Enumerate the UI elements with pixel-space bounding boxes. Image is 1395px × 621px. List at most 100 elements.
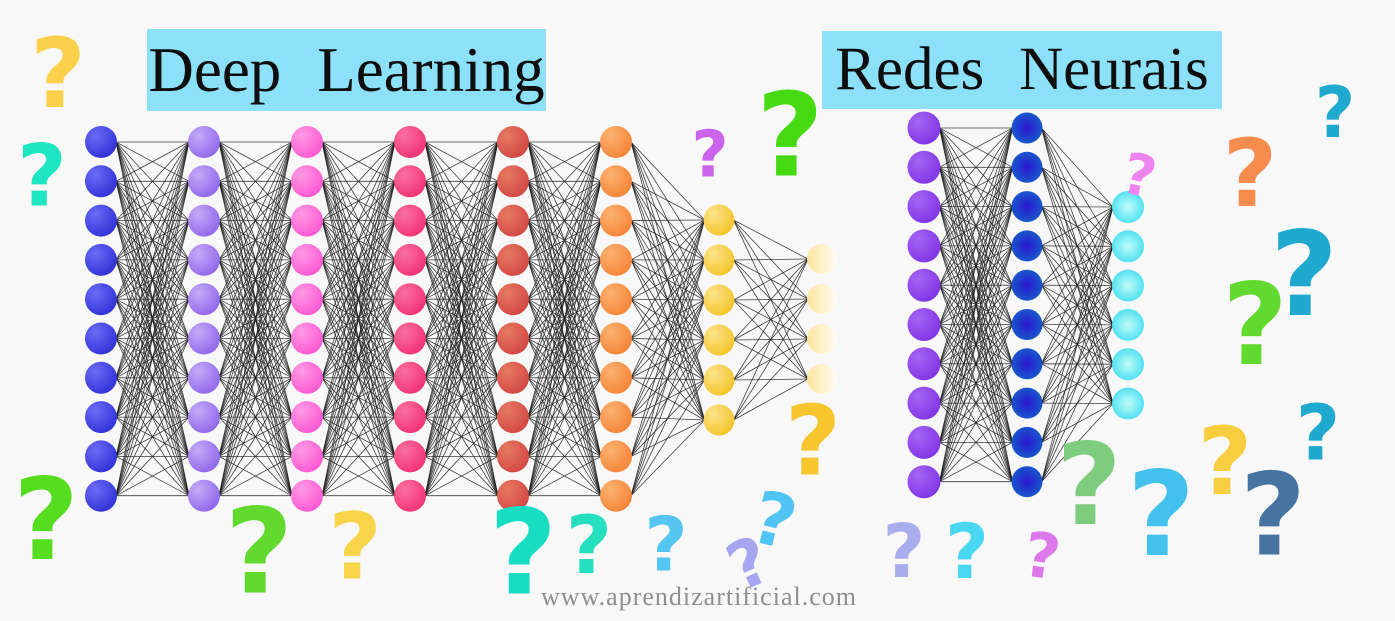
connection-line [1042, 207, 1114, 482]
redes-neurais-network-input-layer-node [908, 190, 941, 223]
redes-neurais-network-input-layer-node [908, 347, 941, 380]
redes-neurais-network-input-layer-node [908, 112, 941, 145]
deep-learning-network-input-layer-node [85, 244, 117, 276]
deep-learning-network-hidden-5-node [600, 165, 632, 197]
connection-line [1042, 364, 1114, 482]
deep-learning-network-hidden-4-node [497, 401, 529, 433]
deep-learning-network-hidden-6-node [704, 285, 735, 316]
deep-learning-network-input-layer-node [85, 126, 117, 158]
connection-line [631, 420, 705, 496]
deep-learning-network-hidden-2-node [291, 362, 323, 394]
deep-learning-network-output-layer-node [807, 284, 837, 314]
deep-learning-network-output-layer-node [807, 364, 837, 394]
redes-neurais-network-output-layer-node [1112, 309, 1144, 341]
deep-learning-network-hidden-5-node [600, 440, 632, 472]
redes-neurais-network-output-layer-node [1112, 270, 1144, 302]
deep-learning-network-hidden-2-node [291, 323, 323, 355]
redes-neurais-network-input-layer-node [908, 308, 941, 341]
deep-learning-network-hidden-4-node [497, 126, 529, 158]
deep-learning-network-hidden-4-node [497, 323, 529, 355]
redes-neurais-network-hidden-1-node [1012, 427, 1043, 458]
redes-neurais-network-output-layer-node [1112, 388, 1144, 420]
deep-learning-network-hidden-2-node [291, 126, 323, 158]
deep-learning-network-input-layer-node [85, 362, 117, 394]
deep-learning-network-hidden-2-node [291, 283, 323, 315]
deep-learning-network-input-layer-node [85, 440, 117, 472]
deep-learning-network-hidden-1-node [188, 126, 220, 158]
connection-line [734, 259, 809, 300]
deep-learning-network-hidden-4-node [497, 283, 529, 315]
deep-learning-network-hidden-3-node [394, 362, 426, 394]
deep-learning-network-hidden-1-node [188, 323, 220, 355]
deep-learning-network-hidden-4-node [497, 165, 529, 197]
deep-learning-network-output-layer-node [807, 244, 837, 274]
redes-neurais-network-input-layer-node [908, 229, 941, 262]
deep-learning-network-input-layer-node [85, 323, 117, 355]
deep-learning-network-hidden-4-node [497, 205, 529, 237]
deep-learning-network-hidden-5-node [600, 323, 632, 355]
deep-learning-network-hidden-2-node [291, 401, 323, 433]
deep-learning-network-hidden-1-node [188, 283, 220, 315]
redes-neurais-network-hidden-1-node [1012, 309, 1043, 340]
deep-learning-network-hidden-1-node [188, 440, 220, 472]
redes-neurais-network-hidden-1-node [1012, 388, 1043, 419]
watermark: www.aprendizartificial.com [541, 582, 857, 612]
deep-learning-network-hidden-4-node [497, 440, 529, 472]
deep-learning-network-hidden-5-node [600, 283, 632, 315]
redes-neurais-network-hidden-1-node [1012, 270, 1043, 301]
deep-learning-network-input-layer-node [85, 401, 117, 433]
redes-neurais-network-input-layer-node [908, 465, 941, 498]
title-deep-learning: Deep Learning [147, 29, 546, 111]
connection-line [734, 259, 809, 260]
redes-neurais-network-input-layer-node [908, 151, 941, 184]
connection-line [734, 379, 809, 420]
connection-line [1042, 167, 1114, 207]
deep-learning-network-input-layer-node [85, 165, 117, 197]
deep-learning-network-hidden-3-node [394, 480, 426, 512]
deep-learning-network-hidden-3-node [394, 244, 426, 276]
deep-learning-network-hidden-4-node [497, 362, 529, 394]
deep-learning-network-hidden-5-node [600, 126, 632, 158]
deep-learning-network-hidden-5-node [600, 480, 632, 512]
deep-learning-network-hidden-5-node [600, 362, 632, 394]
deep-learning-network-hidden-6-node [704, 325, 735, 356]
connection-line [1042, 128, 1114, 207]
deep-learning-network-hidden-4-node [497, 480, 529, 512]
deep-learning-network-hidden-1-node [188, 165, 220, 197]
connection-line [734, 220, 809, 259]
deep-learning-network-hidden-2-node [291, 480, 323, 512]
deep-learning-network-hidden-1-node [188, 205, 220, 237]
redes-neurais-network-input-layer-node [908, 426, 941, 459]
deep-learning-network-hidden-6-node [704, 365, 735, 396]
deep-learning-network-hidden-6-node [704, 205, 735, 236]
deep-learning-network-hidden-4-node [497, 244, 529, 276]
redes-neurais-network-hidden-1-node [1012, 191, 1043, 222]
deep-learning-network-hidden-3-node [394, 440, 426, 472]
redes-neurais-network-hidden-1-node [1012, 230, 1043, 261]
deep-learning-network-hidden-3-node [394, 165, 426, 197]
connection-line [631, 220, 705, 221]
deep-learning-network-hidden-3-node [394, 401, 426, 433]
deep-learning-network-hidden-3-node [394, 323, 426, 355]
redes-neurais-network-input-layer-node [908, 269, 941, 302]
redes-neurais-network-output-layer-node [1112, 191, 1144, 223]
title-redes-neurais: Redes Neurais [822, 31, 1222, 109]
deep-learning-network-hidden-5-node [600, 205, 632, 237]
redes-neurais-network-hidden-1-node [1012, 466, 1043, 497]
deep-learning-network-hidden-3-node [394, 205, 426, 237]
connection-line [631, 142, 705, 220]
deep-learning-network-hidden-2-node [291, 205, 323, 237]
deep-learning-network-hidden-3-node [394, 126, 426, 158]
redes-neurais-network-hidden-1-node [1012, 113, 1043, 144]
deep-learning-network-hidden-2-node [291, 165, 323, 197]
redes-neurais-network-hidden-1-node [1012, 348, 1043, 379]
deep-learning-network-input-layer-node [85, 480, 117, 512]
connection-line [1042, 404, 1114, 482]
deep-learning-network-hidden-3-node [394, 283, 426, 315]
deep-learning-network-hidden-5-node [600, 244, 632, 276]
deep-learning-network-hidden-1-node [188, 244, 220, 276]
connection-line [631, 181, 705, 220]
deep-learning-network-hidden-2-node [291, 244, 323, 276]
redes-neurais-network-output-layer-node [1112, 230, 1144, 262]
